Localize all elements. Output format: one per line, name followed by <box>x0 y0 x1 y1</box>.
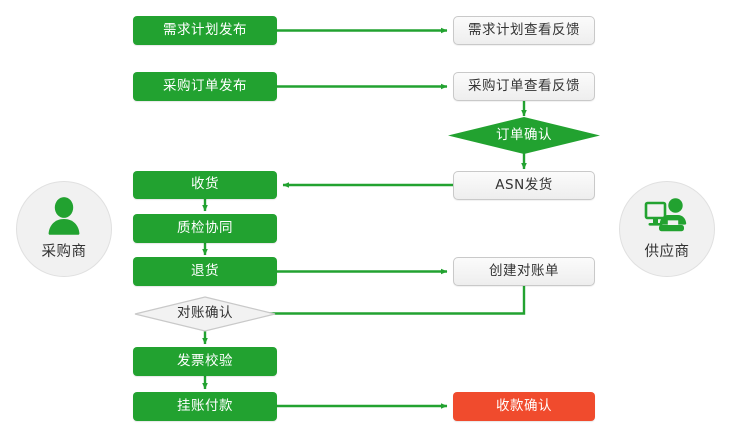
node-asn-shipment[interactable]: ASN发货 <box>453 171 595 200</box>
node-purchase-order-publish[interactable]: 采购订单发布 <box>133 72 277 101</box>
node-order-confirm-label: 订单确认 <box>496 126 552 143</box>
node-purchase-order-feedback[interactable]: 采购订单查看反馈 <box>453 72 595 101</box>
node-accrual-payment[interactable]: 挂账付款 <box>133 392 277 421</box>
actor-buyer: 采购商 <box>16 181 112 277</box>
person-at-computer-icon <box>644 198 687 232</box>
node-demand-plan-feedback[interactable]: 需求计划查看反馈 <box>453 16 595 45</box>
node-reconcile-confirm-label: 对账确认 <box>177 305 233 322</box>
person-icon <box>48 197 80 235</box>
diamond-shape-grey <box>134 296 276 332</box>
node-reconcile-confirm[interactable]: 对账确认 <box>134 296 276 332</box>
node-order-confirm[interactable]: 订单确认 <box>448 117 600 154</box>
node-demand-plan-publish[interactable]: 需求计划发布 <box>133 16 277 45</box>
node-receive-goods[interactable]: 收货 <box>133 171 277 199</box>
actor-supplier: 供应商 <box>619 181 715 277</box>
actor-buyer-label: 采购商 <box>41 244 87 260</box>
node-invoice-verify[interactable]: 发票校验 <box>133 347 277 376</box>
conn-statement-recon <box>237 286 526 317</box>
node-return-goods[interactable]: 退货 <box>133 257 277 286</box>
node-quality-inspection[interactable]: 质检协同 <box>133 214 277 243</box>
diamond-shape-green <box>448 117 600 154</box>
actor-supplier-label: 供应商 <box>644 244 690 260</box>
node-create-statement[interactable]: 创建对账单 <box>453 257 595 286</box>
node-payment-receipt-confirm[interactable]: 收款确认 <box>453 392 595 421</box>
